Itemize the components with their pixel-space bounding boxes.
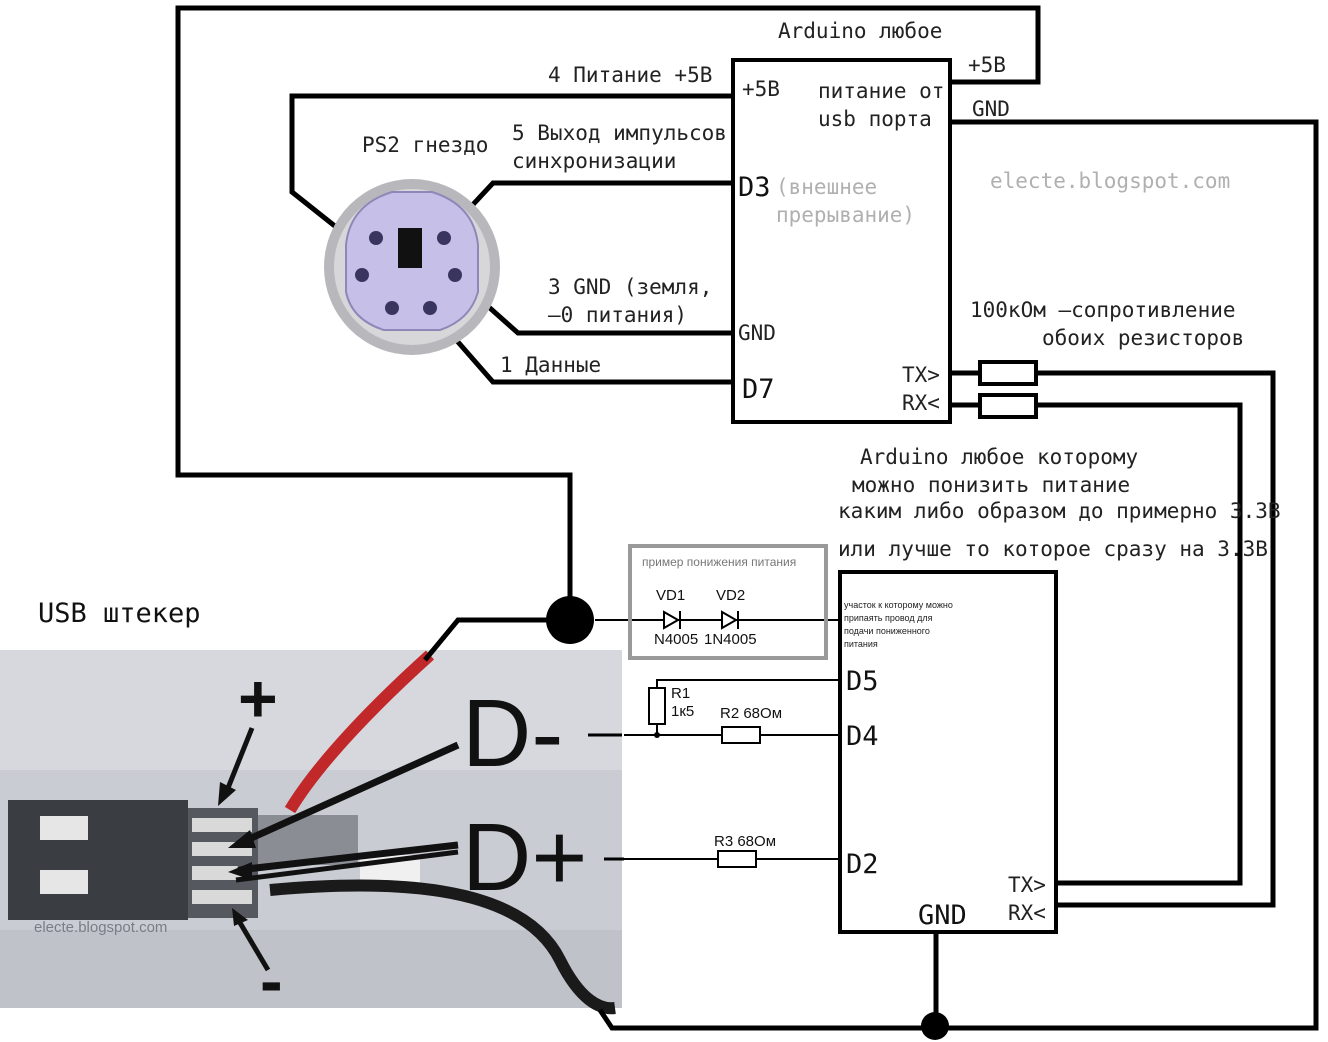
- vd2-label: VD2: [716, 587, 745, 604]
- arduino2-title-3: каким либо образом до примерно 3.3В: [838, 499, 1281, 523]
- arduino2-board: [838, 570, 1058, 934]
- arduino1-pin-d3: D3: [738, 172, 771, 203]
- ps2-wire5-label-1: 5 Выход импульсов: [512, 121, 727, 145]
- ps2-pin-4: [369, 231, 383, 245]
- usb-plug-photo: [0, 650, 622, 1015]
- arduino2-note-2: припаять провод для: [844, 613, 933, 623]
- resistors-note-2: обоих резисторов: [1042, 326, 1244, 350]
- arduino2-note-3: подачи пониженного: [844, 626, 930, 636]
- usb-title: USB штекер: [38, 598, 201, 629]
- arduino2-pin-d4: D4: [846, 721, 879, 752]
- power-drop-box: [628, 544, 828, 660]
- arduino2-title-1: Arduino любое которому: [860, 445, 1138, 469]
- arduino1-pin-d7: D7: [742, 374, 775, 405]
- junction-5v: [546, 596, 594, 644]
- junction-gnd: [921, 1012, 949, 1040]
- ps2-wire5-label-2: синхронизации: [512, 149, 676, 173]
- resistor-rx: [978, 393, 1038, 419]
- r2-label: R2 68Ом: [720, 705, 782, 722]
- usb-d-minus: D-: [462, 680, 563, 787]
- arduino1-d3-note-2: прерывание): [776, 203, 915, 227]
- arduino1-pin-tx: TX>: [902, 363, 940, 387]
- resistor-r3: [717, 850, 757, 868]
- power-drop-title: пример понижения питания: [642, 555, 796, 569]
- ps2-pin-3: [448, 268, 462, 282]
- usb-minus: -: [260, 943, 283, 1019]
- arduino1-pin-5v: +5B: [742, 77, 780, 101]
- r1-value: 1к5: [671, 703, 694, 720]
- arduino1-power-note-2: usb порта: [818, 107, 932, 131]
- diode-vd1: [663, 610, 681, 630]
- ps2-wire1-label: 1 Данные: [500, 353, 601, 377]
- ps2-wire3-label-1: 3 GND (земля,: [548, 275, 712, 299]
- arduino2-note-4: питания: [844, 639, 878, 649]
- vd2-part: 1N4005: [704, 631, 757, 648]
- diode-vd2: [721, 610, 739, 630]
- arduino2-pin-d2: D2: [846, 849, 879, 880]
- arduino2-title-2: можно понизить питание: [852, 473, 1130, 497]
- arduino2-pin-tx: TX>: [1008, 873, 1046, 897]
- vd1-label: VD1: [656, 587, 685, 604]
- ps2-pin-6: [355, 268, 369, 282]
- ps2-wire3-label-2: –0 питания): [548, 303, 687, 327]
- arduino1-pin-rx: RX<: [902, 391, 940, 415]
- usb-watermark: electe.blogspot.com: [34, 919, 167, 936]
- resistor-r1: [648, 687, 666, 725]
- usb-plus: +: [238, 661, 278, 737]
- ps2-title: PS2 гнездо: [362, 133, 488, 157]
- arduino1-out-gnd: GND: [972, 97, 1010, 121]
- arduino2-pin-rx: RX<: [1008, 901, 1046, 925]
- ps2-pin-1: [423, 301, 437, 315]
- resistor-tx: [978, 360, 1038, 386]
- ps2-pin-5: [437, 231, 451, 245]
- arduino2-pin-d5: D5: [846, 666, 879, 697]
- arduino1-d3-note-1: (внешнее: [776, 175, 877, 199]
- usb-d-plus: D+: [462, 804, 587, 911]
- arduino1-out-5v: +5B: [968, 53, 1006, 77]
- arduino1-title: Arduino любое: [778, 19, 942, 43]
- arduino2-pin-gnd: GND: [918, 900, 967, 931]
- vd1-part: N4005: [654, 631, 698, 648]
- resistors-note-1: 100кОм –сопротивление: [970, 298, 1236, 322]
- ps2-pin-2: [385, 301, 399, 315]
- junction-r1: [654, 732, 660, 738]
- arduino2-title-4: или лучше то которое сразу на 3.3В: [838, 537, 1268, 561]
- arduino1-board: [731, 58, 952, 424]
- r1-label: R1: [671, 685, 690, 702]
- watermark: electe.blogspot.com: [990, 169, 1230, 193]
- resistor-r2: [721, 726, 761, 744]
- r3-label: R3 68Ом: [714, 833, 776, 850]
- arduino1-power-note-1: питание от: [818, 79, 944, 103]
- ps2-socket: [324, 179, 500, 355]
- arduino1-pin-gnd: GND: [738, 321, 776, 345]
- arduino2-note-1: участок к которому можно: [844, 600, 953, 610]
- ps2-wire4-label: 4 Питание +5В: [548, 63, 712, 87]
